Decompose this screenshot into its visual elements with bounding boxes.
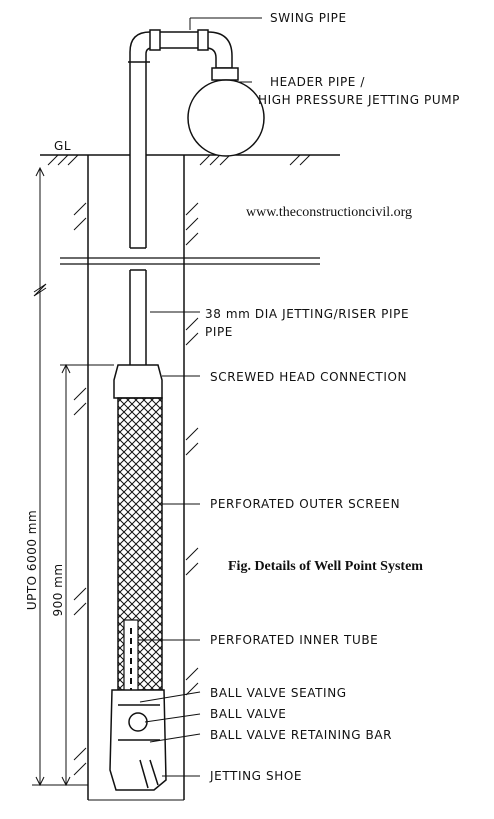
dimension-upto xyxy=(32,166,88,787)
dimension-900-label: 900 mm xyxy=(51,563,65,616)
dimension-upto-label: UPTO 6000 mm xyxy=(25,510,39,610)
borehole-walls xyxy=(73,155,199,801)
label-jetting-pump: HIGH PRESSURE JETTING PUMP xyxy=(258,93,460,107)
label-inner-tube: PERFORATED INNER TUBE xyxy=(210,633,378,647)
swing-pipe xyxy=(128,29,239,248)
website-watermark: www.theconstructioncivil.org xyxy=(246,205,412,220)
label-ball-valve-seating: BALL VALVE SEATING xyxy=(210,686,347,700)
label-header-pipe: HEADER PIPE / xyxy=(270,75,365,89)
label-riser-pipe-2: PIPE xyxy=(205,325,233,339)
valve-assembly xyxy=(109,689,167,791)
dimension-900 xyxy=(60,363,114,787)
break-lines xyxy=(60,257,320,265)
riser-pipe xyxy=(129,247,147,365)
label-riser-pipe: 38 mm DIA JETTING/RISER PIPE xyxy=(205,307,409,321)
label-swing-pipe: SWING PIPE xyxy=(270,11,347,25)
label-ball-valve: BALL VALVE xyxy=(210,707,286,721)
figure-caption: Fig. Details of Well Point System xyxy=(228,559,423,574)
label-gl: GL xyxy=(54,139,71,153)
leader-lines xyxy=(138,17,262,777)
label-screwed-head: SCREWED HEAD CONNECTION xyxy=(210,370,407,384)
label-jetting-shoe: JETTING SHOE xyxy=(209,769,302,783)
ground-line xyxy=(40,154,340,166)
header-pipe-shape xyxy=(187,79,265,157)
label-retaining-bar: BALL VALVE RETAINING BAR xyxy=(210,728,392,742)
label-outer-screen: PERFORATED OUTER SCREEN xyxy=(210,497,400,511)
screwed-head-shape xyxy=(113,364,163,399)
